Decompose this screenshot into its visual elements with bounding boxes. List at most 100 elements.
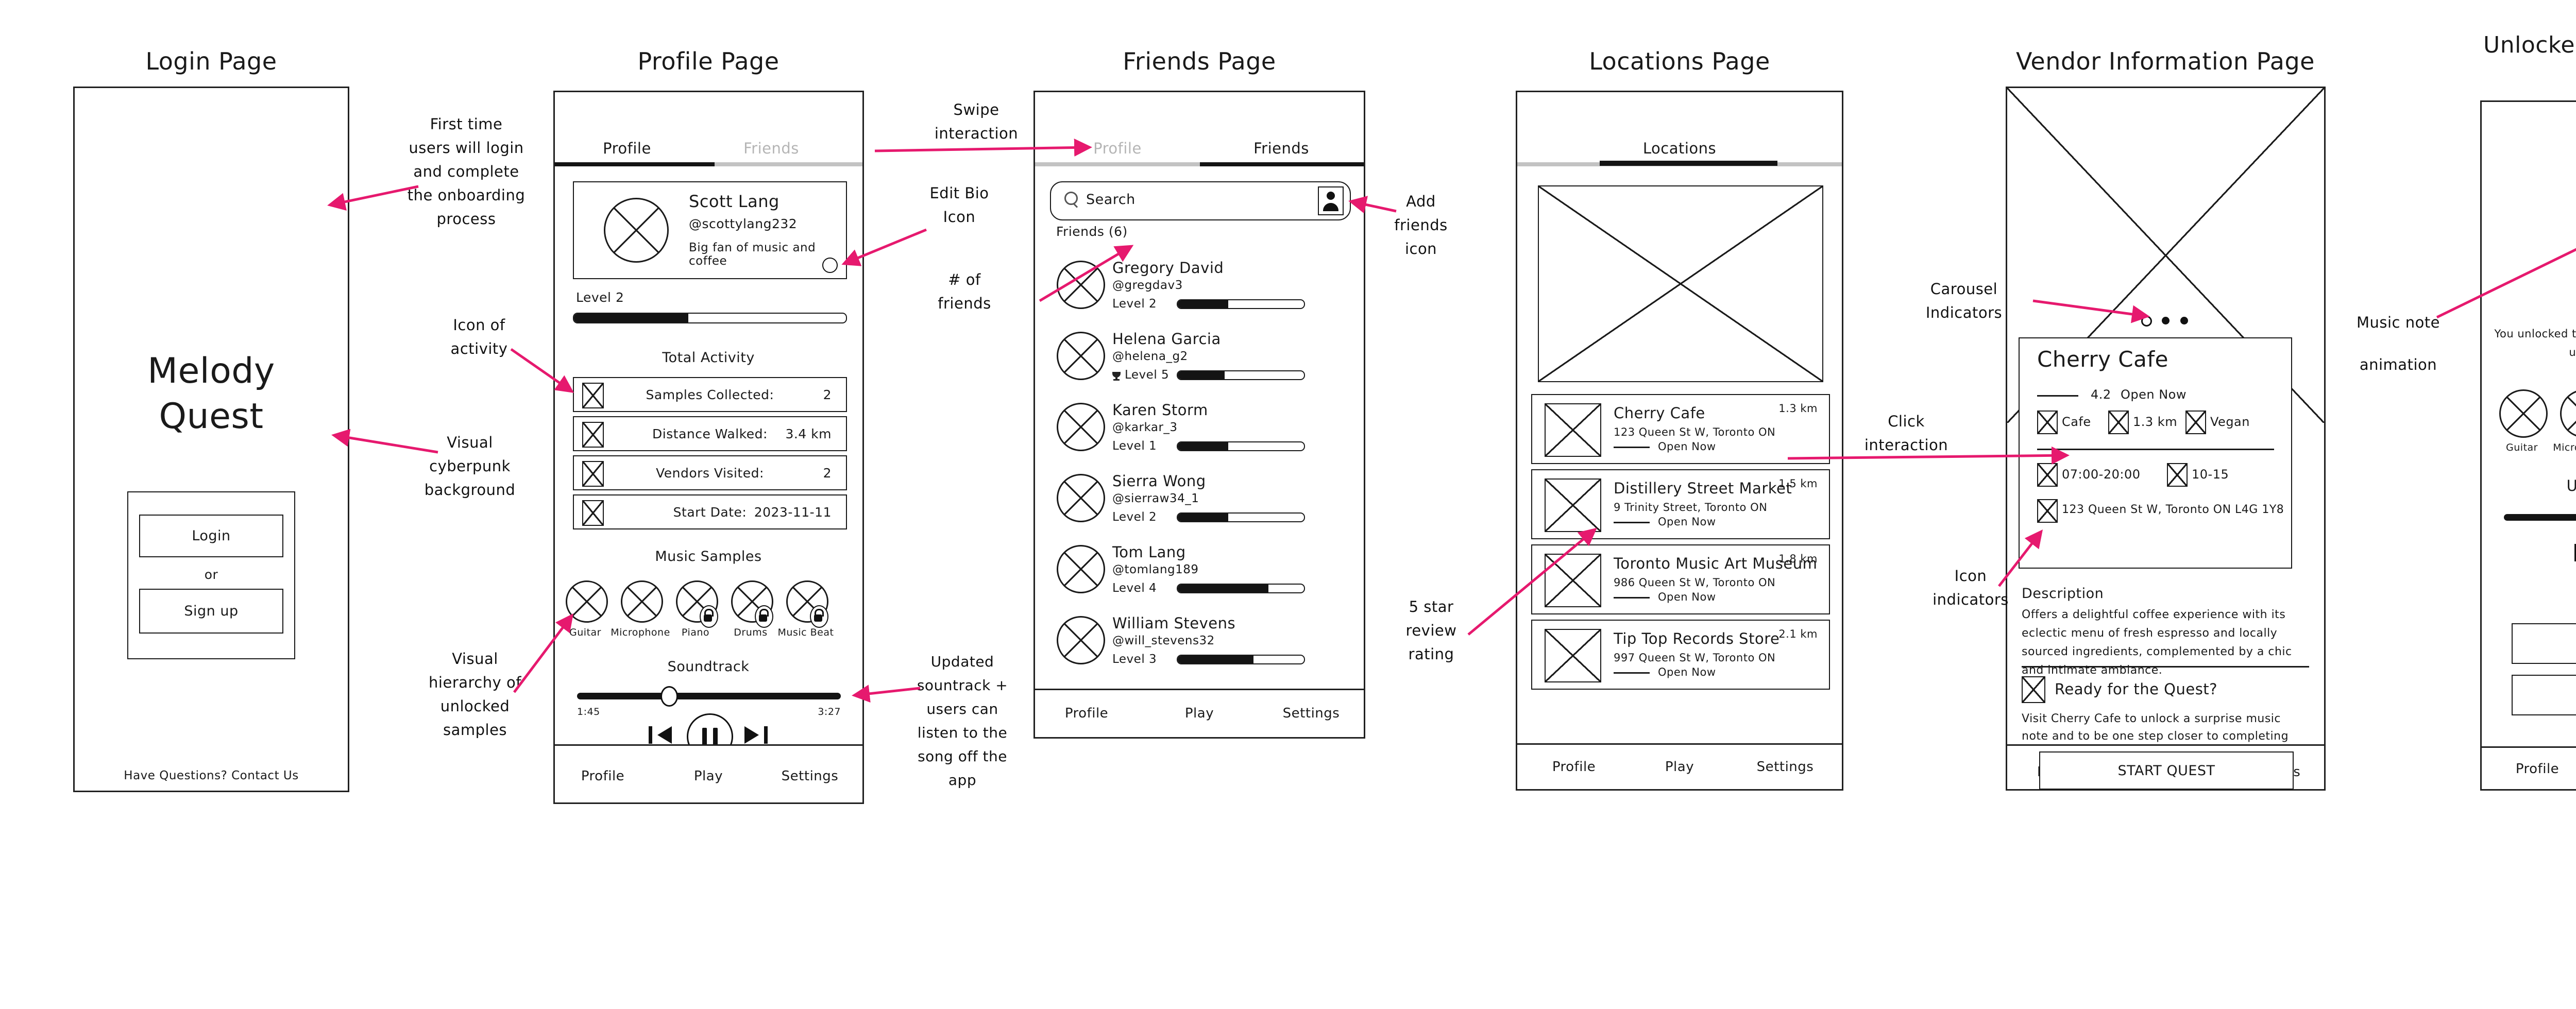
search-input[interactable]: Search xyxy=(1050,181,1351,220)
friend-handle: @gregdav3 xyxy=(1112,279,1183,292)
add-friend-icon[interactable] xyxy=(1318,186,1344,215)
arrow-sountrack xyxy=(852,685,921,703)
location-card[interactable]: Cherry Cafe 123 Queen St W, Toronto ON O… xyxy=(1531,394,1830,464)
bottom-nav: Profile Play Settings xyxy=(1517,743,1842,789)
activity-label: Samples Collected: xyxy=(646,387,774,402)
signup-button[interactable]: Sign up xyxy=(139,589,283,634)
location-card[interactable]: Toronto Music Art Museum 986 Queen St W,… xyxy=(1531,544,1830,614)
soundtrack-heading: Soundtrack xyxy=(667,659,750,675)
login-phone: Melody Quest Login or Sign up Have Quest… xyxy=(73,87,349,792)
location-status: Open Now xyxy=(1658,440,1716,453)
friend-progress xyxy=(1177,655,1305,664)
profile-page-title: Profile Page xyxy=(637,47,779,75)
nav-play[interactable]: Play xyxy=(1184,706,1214,721)
arrow-cyberpunk xyxy=(331,429,438,454)
avatar xyxy=(1057,261,1105,309)
duration-time: 3:27 xyxy=(818,706,841,717)
contact-us-link[interactable]: Have Questions? Contact Us xyxy=(124,769,299,782)
tab-profile[interactable]: Profile xyxy=(1093,140,1142,157)
edit-bio-icon[interactable] xyxy=(822,258,838,273)
next-button[interactable] xyxy=(744,726,768,744)
location-thumbnail xyxy=(1545,403,1601,457)
sample-guitar-icon[interactable] xyxy=(2499,389,2548,438)
sample-label: Music Beat xyxy=(777,627,834,638)
nav-play[interactable]: Play xyxy=(1665,759,1694,775)
vendor-status: Open Now xyxy=(2121,387,2187,402)
prev-button[interactable] xyxy=(649,726,672,744)
nav-profile[interactable]: Profile xyxy=(1552,759,1596,775)
location-card[interactable]: Distillery Street Market 9 Trinity Stree… xyxy=(1531,469,1830,539)
activity-label: Distance Walked: xyxy=(652,426,768,441)
friends-phone: Profile Friends Search Friends (6) Grego… xyxy=(1033,91,1365,739)
sample-microphone-icon[interactable] xyxy=(2560,389,2576,438)
friend-handle: @will_stevens32 xyxy=(1112,634,1215,647)
soundtrack-slider[interactable] xyxy=(577,686,841,707)
search-icon xyxy=(1064,192,1078,205)
sample-microphone-icon[interactable] xyxy=(621,580,663,623)
next-quest-button[interactable]: NEXT QUEST xyxy=(2512,623,2576,664)
carousel-dot[interactable] xyxy=(2162,317,2170,324)
location-distance: 1.5 km xyxy=(1778,477,1818,490)
tab-friends[interactable]: Friends xyxy=(1253,140,1309,157)
avatar xyxy=(1057,474,1105,522)
vendor-page-title: Vendor Information Page xyxy=(2016,47,2315,75)
unlocked-page-title-line1: Unlocked Music Sample info xyxy=(2483,32,2576,58)
friend-progress xyxy=(1177,512,1305,522)
quest-heading: Ready for the Quest? xyxy=(2055,680,2218,698)
category-icon xyxy=(2037,411,2058,434)
friend-name: Tom Lang xyxy=(1112,543,1186,561)
login-button[interactable]: Login xyxy=(139,515,283,557)
nav-profile[interactable]: Profile xyxy=(1064,706,1109,721)
location-status: Open Now xyxy=(1658,516,1716,528)
activity-icon xyxy=(582,383,604,408)
carousel-dot[interactable] xyxy=(2180,317,2188,324)
nav-profile[interactable]: Profile xyxy=(581,768,625,784)
nav-settings[interactable]: Settings xyxy=(1282,706,1340,721)
location-name: Distillery Street Market xyxy=(1614,480,1792,497)
friend-progress xyxy=(1177,441,1305,451)
vendor-name: Cherry Cafe xyxy=(2037,347,2168,372)
tab-locations[interactable]: Locations xyxy=(1642,140,1717,157)
carousel-dot-active[interactable] xyxy=(2141,316,2152,327)
tab-friends[interactable]: Friends xyxy=(743,140,799,157)
unlock-message-line1: You unlocked the Musical Note sample. Li… xyxy=(2494,328,2576,340)
app-name-line2: Quest xyxy=(159,396,264,437)
activity-value: 2023-11-11 xyxy=(754,505,832,520)
sample-guitar-icon[interactable] xyxy=(566,580,608,623)
tab-profile[interactable]: Profile xyxy=(603,140,651,157)
friend-level: Level 4 xyxy=(1112,582,1157,595)
search-placeholder: Search xyxy=(1086,192,1136,208)
friend-level: Level 2 xyxy=(1112,510,1157,524)
start-quest-button[interactable]: START QUEST xyxy=(2039,751,2294,790)
trophy-icon xyxy=(1112,372,1121,381)
activity-icon xyxy=(582,422,604,448)
activity-icon xyxy=(582,500,604,526)
profile-phone: Profile Friends Scott Lang @scottylang23… xyxy=(553,91,864,804)
sample-label: Microphone xyxy=(611,627,670,638)
location-card[interactable]: Tip Top Records Store 997 Queen St W, To… xyxy=(1531,620,1830,690)
description-heading: Description xyxy=(2022,586,2104,602)
nav-settings[interactable]: Settings xyxy=(781,768,839,784)
nav-settings[interactable]: Settings xyxy=(1756,759,1814,775)
vendor-address: 123 Queen St W, Toronto ON L4G 1Y8 xyxy=(2062,503,2284,516)
soundtrack-slider[interactable] xyxy=(2504,514,2576,521)
prev-button[interactable] xyxy=(2574,544,2576,561)
active-tab-underline xyxy=(1200,162,1364,166)
friends-page-title: Friends Page xyxy=(1123,47,1276,75)
vendor-distance: 1.3 km xyxy=(2133,415,2178,429)
leaderboard-button[interactable]: LEADERBOARD xyxy=(2512,675,2576,715)
vendor-price-range: 10-15 xyxy=(2192,467,2229,482)
divider xyxy=(2037,449,2274,450)
nav-profile[interactable]: Profile xyxy=(2515,761,2560,777)
vendor-hours: 07:00-20:00 xyxy=(2062,467,2141,482)
slider-knob[interactable] xyxy=(660,686,679,707)
nav-play[interactable]: Play xyxy=(693,768,723,784)
